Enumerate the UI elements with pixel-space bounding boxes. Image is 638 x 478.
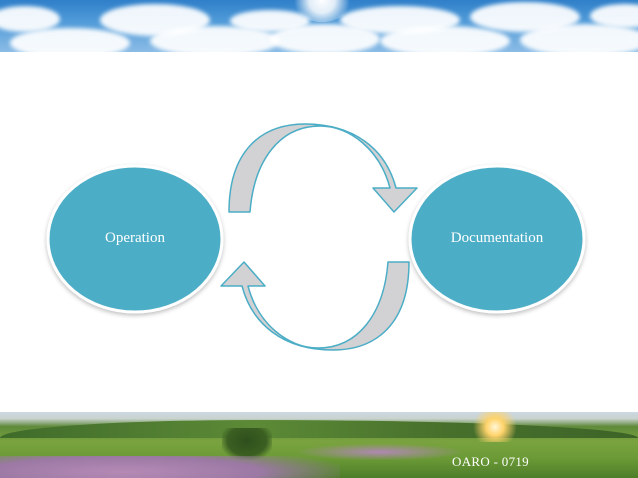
heather-field xyxy=(0,456,340,478)
node-operation-label: Operation xyxy=(105,230,165,246)
sky-banner-image xyxy=(0,0,638,52)
distant-hills xyxy=(0,420,638,438)
arrow-operation-to-documentation xyxy=(228,123,418,213)
node-documentation-label: Documentation xyxy=(450,230,544,246)
heather-patch xyxy=(300,444,460,460)
tree xyxy=(222,428,272,460)
cloud xyxy=(10,28,130,52)
meadow-banner-image xyxy=(0,412,638,478)
sunset-glow xyxy=(470,412,520,442)
cloud xyxy=(520,24,638,52)
footer-label: OARO - 0719 xyxy=(452,454,529,469)
cloud xyxy=(590,4,638,28)
node-documentation-circle xyxy=(408,164,586,314)
node-operation-circle xyxy=(46,164,224,314)
cloud xyxy=(0,6,60,32)
cloud xyxy=(380,26,510,52)
arrow-documentation-to-operation xyxy=(220,261,410,351)
